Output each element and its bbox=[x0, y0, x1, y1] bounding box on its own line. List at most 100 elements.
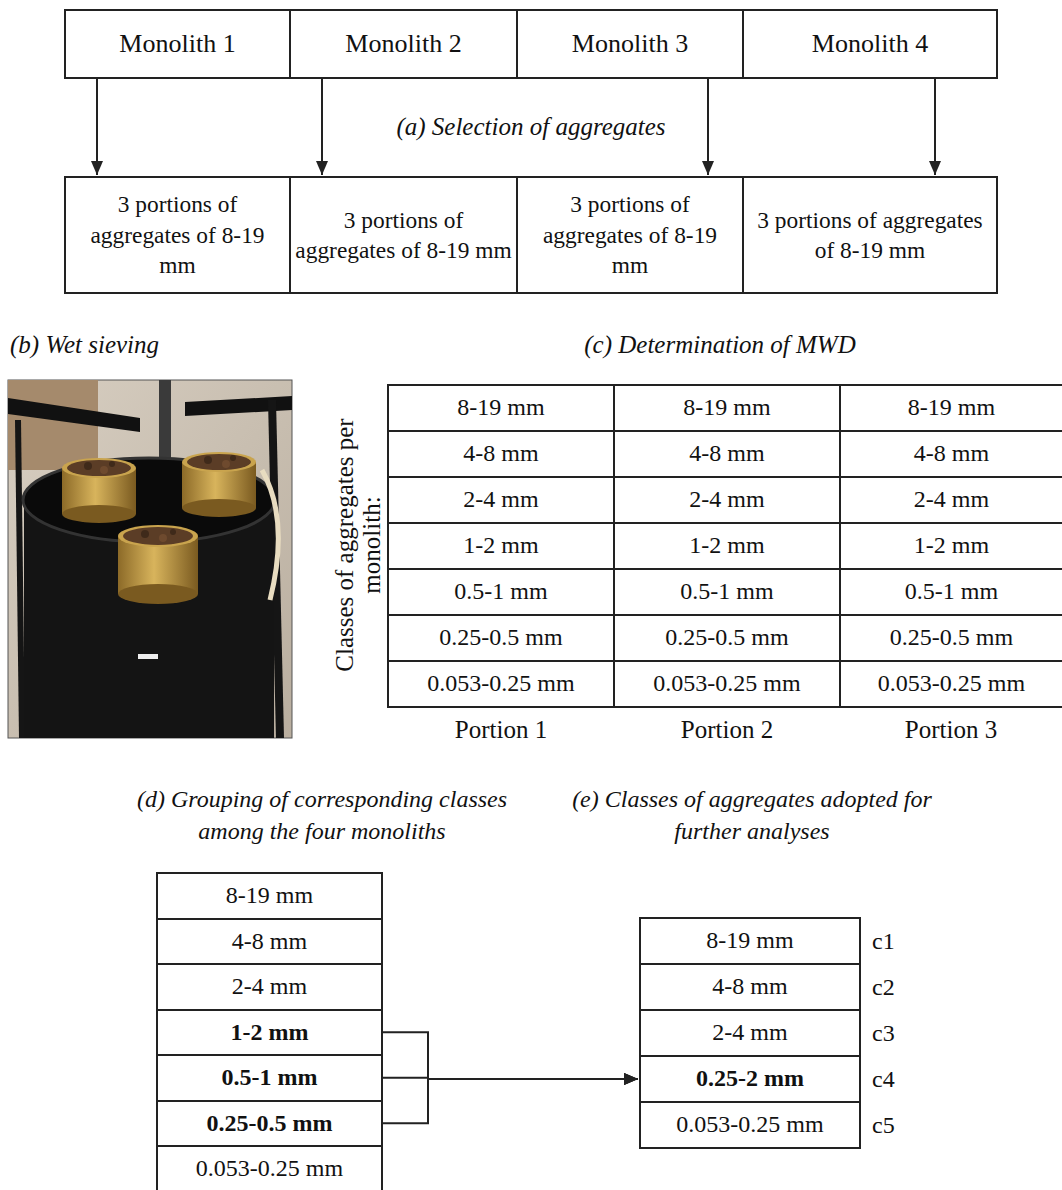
photo-part bbox=[123, 527, 193, 545]
step-label: (c) Determination of MWD bbox=[520, 328, 920, 362]
adopted-class-cell: 2-4 mm bbox=[639, 1009, 861, 1057]
node-text-wrap: Monolith 1 bbox=[115, 27, 239, 61]
photo-part bbox=[109, 461, 115, 467]
box-text: 4-8 mm bbox=[463, 438, 538, 469]
photo-part bbox=[170, 529, 176, 535]
node-text-wrap: 0.25-0.5 mm bbox=[203, 1108, 337, 1139]
photo-part bbox=[222, 460, 230, 468]
photo-part bbox=[138, 654, 158, 659]
box-text: 0.25-0.5 mm bbox=[207, 1108, 333, 1139]
photo-part bbox=[187, 454, 251, 470]
class-cell: 0.25-0.5 mm bbox=[613, 614, 841, 662]
adopted-class-cell: 4-8 mm bbox=[639, 963, 861, 1011]
class-cell: 0.5-1 mm bbox=[839, 568, 1062, 616]
flow-arrow bbox=[383, 1032, 638, 1079]
box-text: 3 portions of aggregates of 8-19 mm bbox=[522, 189, 738, 280]
class-cell: 1-2 mm bbox=[387, 522, 615, 570]
box-text: 4-8 mm bbox=[232, 926, 307, 957]
box-text: 8-19 mm bbox=[457, 392, 544, 423]
photo-part bbox=[118, 584, 198, 604]
box-text: 2-4 mm bbox=[463, 484, 538, 515]
grouped-class-cell: 0.5-1 mm bbox=[156, 1054, 383, 1102]
box-text: 2-4 mm bbox=[689, 484, 764, 515]
node-text-wrap: 0.25-0.5 mm bbox=[661, 622, 792, 653]
class-cell: 4-8 mm bbox=[839, 430, 1062, 478]
adopted-class-cell: 0.25-2 mm bbox=[639, 1055, 861, 1103]
box-text: 4-8 mm bbox=[914, 438, 989, 469]
photo-part bbox=[230, 455, 236, 461]
photo-part bbox=[62, 458, 136, 478]
axis-label: Classes of aggregates per monolith: bbox=[331, 400, 385, 690]
box-text: 8-19 mm bbox=[683, 392, 770, 423]
box-text: 0.5-1 mm bbox=[222, 1062, 318, 1093]
node-text-wrap: 0.053-0.25 mm bbox=[423, 668, 578, 699]
node-text-wrap: 4-8 mm bbox=[228, 926, 311, 957]
class-code: c2 bbox=[872, 971, 932, 1003]
flow-arrow bbox=[383, 1079, 638, 1123]
node-text-wrap: 2-4 mm bbox=[228, 971, 311, 1002]
column-label: Portion 2 bbox=[614, 713, 840, 747]
box-text: 0.25-0.5 mm bbox=[890, 622, 1013, 653]
class-cell: 2-4 mm bbox=[839, 476, 1062, 524]
photo-part bbox=[262, 470, 278, 600]
photo-part bbox=[62, 458, 136, 523]
node-text-wrap: 0.5-1 mm bbox=[450, 576, 551, 607]
box-text: 0.053-0.25 mm bbox=[427, 668, 574, 699]
node-text-wrap: Monolith 2 bbox=[341, 27, 465, 61]
photo-part bbox=[118, 525, 198, 604]
class-cell: 8-19 mm bbox=[839, 384, 1062, 432]
node-text-wrap: 4-8 mm bbox=[910, 438, 993, 469]
adopted-class-cell: 8-19 mm bbox=[639, 917, 861, 965]
node-text-wrap: 1-2 mm bbox=[227, 1017, 313, 1048]
node-text-wrap: 0.5-1 mm bbox=[218, 1062, 322, 1093]
box-text: 1-2 mm bbox=[463, 530, 538, 561]
box-text: 0.5-1 mm bbox=[454, 576, 547, 607]
class-cell: 2-4 mm bbox=[613, 476, 841, 524]
photo-part bbox=[18, 420, 22, 738]
portion-box: 3 portions of aggregates of 8-19 mm bbox=[289, 176, 518, 294]
monolith-box: Monolith 3 bbox=[516, 9, 744, 79]
node-text-wrap: 0.5-1 mm bbox=[901, 576, 1002, 607]
class-cell: 4-8 mm bbox=[613, 430, 841, 478]
class-cell: 8-19 mm bbox=[387, 384, 615, 432]
class-cell: 1-2 mm bbox=[613, 522, 841, 570]
box-text: 0.5-1 mm bbox=[680, 576, 773, 607]
class-cell: 0.5-1 mm bbox=[613, 568, 841, 616]
box-text: 0.25-2 mm bbox=[696, 1063, 804, 1094]
node-text-wrap: 0.25-2 mm bbox=[692, 1063, 808, 1094]
photo-part bbox=[141, 530, 149, 538]
class-cell: 1-2 mm bbox=[839, 522, 1062, 570]
flow-arrow bbox=[321, 79, 323, 175]
node-text-wrap: 2-4 mm bbox=[459, 484, 542, 515]
node-text-wrap: 0.5-1 mm bbox=[676, 576, 777, 607]
box-text: 2-4 mm bbox=[914, 484, 989, 515]
box-text: Monolith 2 bbox=[345, 27, 461, 61]
node-text-wrap: 4-8 mm bbox=[685, 438, 768, 469]
class-code: c4 bbox=[872, 1063, 932, 1095]
node-text-wrap: 8-19 mm bbox=[453, 392, 548, 423]
step-label: (a) Selection of aggregates bbox=[300, 110, 762, 144]
node-text-wrap: 0.053-0.25 mm bbox=[649, 668, 804, 699]
node-text-wrap: 3 portions of aggregates of 8-19 mm bbox=[518, 189, 742, 280]
box-text: 1-2 mm bbox=[914, 530, 989, 561]
box-text: 3 portions of aggregates of 8-19 mm bbox=[70, 189, 285, 280]
node-text-wrap: 4-8 mm bbox=[459, 438, 542, 469]
box-text: 2-4 mm bbox=[712, 1017, 787, 1048]
node-text-wrap: 8-19 mm bbox=[222, 880, 317, 911]
grouped-class-cell: 1-2 mm bbox=[156, 1009, 383, 1057]
photo-part bbox=[204, 456, 212, 464]
grouped-class-cell: 8-19 mm bbox=[156, 872, 383, 920]
flow-arrow bbox=[707, 79, 709, 175]
photo-part bbox=[118, 525, 198, 547]
class-cell: 0.25-0.5 mm bbox=[387, 614, 615, 662]
box-text: 8-19 mm bbox=[226, 880, 313, 911]
node-text-wrap: 8-19 mm bbox=[679, 392, 774, 423]
box-text: Monolith 1 bbox=[119, 27, 235, 61]
node-text-wrap: 0.053-0.25 mm bbox=[672, 1109, 827, 1140]
portion-box: 3 portions of aggregates of 8-19 mm bbox=[742, 176, 998, 294]
photo-part bbox=[67, 460, 131, 476]
photo-part bbox=[159, 534, 167, 542]
class-code: c1 bbox=[872, 925, 932, 957]
node-text-wrap: 1-2 mm bbox=[685, 530, 768, 561]
